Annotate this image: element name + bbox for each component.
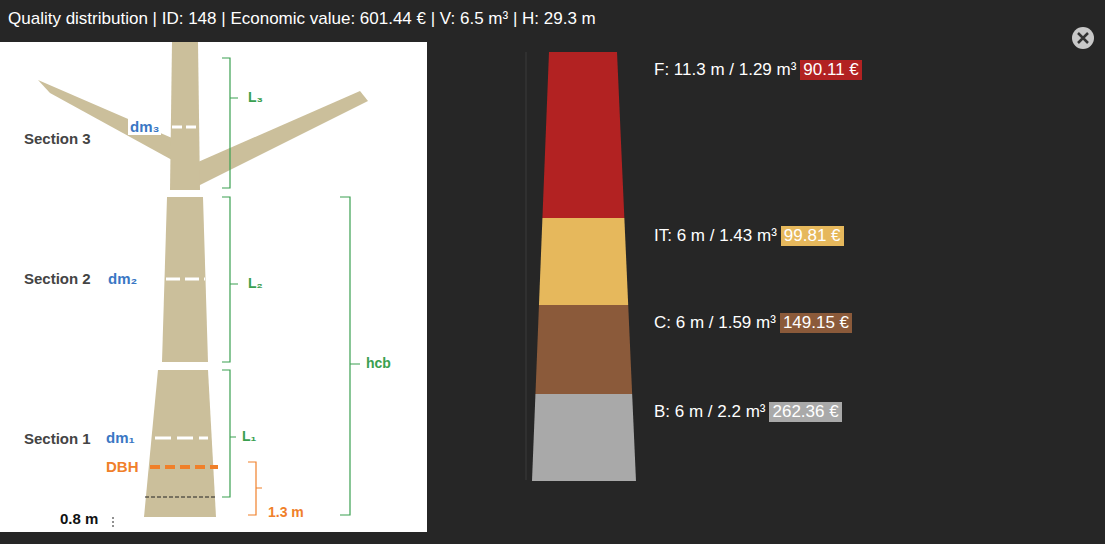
trunk-section	[144, 370, 216, 517]
title-text: Quality distribution | ID: 148 | Economi…	[8, 9, 596, 29]
diameter-mark	[166, 278, 205, 281]
dbh-bracket	[248, 462, 262, 515]
length-bracket	[222, 370, 236, 497]
stump-line	[145, 497, 215, 498]
trunk-section	[162, 197, 208, 362]
diameter-label: dm₂	[106, 270, 139, 287]
section-label: Section 1	[22, 430, 93, 447]
stump-tick	[113, 517, 114, 528]
diameter-mark	[172, 126, 197, 129]
dimension-label: 0.8 m	[58, 510, 100, 527]
quality-band: C: 6 m / 1.59 m³149.15 €	[535, 305, 633, 394]
diameter-label: dm₁	[104, 429, 137, 446]
length-label: L₂	[246, 275, 265, 291]
dimension-label: 1.3 m	[266, 504, 306, 520]
band-shape	[532, 394, 636, 481]
dbh-label: DBH	[104, 458, 141, 475]
length-label: L₁	[240, 428, 258, 444]
band-shape	[532, 394, 636, 481]
band-shape	[542, 52, 625, 218]
band-heading: B: 6 m / 2.2 m³	[654, 402, 765, 422]
band-label: B: 6 m / 2.2 m³262.36 €	[654, 402, 842, 422]
band-shape	[539, 218, 628, 305]
band-shape	[538, 218, 629, 305]
diameter-mark	[155, 437, 208, 440]
price-tag: 99.81 €	[781, 226, 844, 246]
left-branch	[38, 80, 172, 160]
dbh-line	[150, 465, 218, 469]
band-shape	[535, 305, 632, 394]
band-shape	[542, 52, 624, 218]
price-tag: 262.36 €	[769, 402, 841, 422]
trunk-section	[170, 42, 200, 190]
quality-band: B: 6 m / 2.2 m³262.36 €	[532, 394, 636, 481]
price-tag: 149.15 €	[780, 313, 852, 333]
length-label: L₃	[246, 89, 265, 105]
section-label: Section 2	[22, 270, 93, 287]
height-label: hcb	[364, 355, 393, 371]
divider-line	[526, 52, 527, 480]
close-icon	[1078, 33, 1088, 43]
band-shape	[535, 305, 633, 394]
illustration-panel	[0, 42, 427, 532]
band-label: C: 6 m / 1.59 m³149.15 €	[654, 313, 852, 333]
band-label: IT: 6 m / 1.43 m³99.81 €	[654, 226, 844, 246]
height-bracket	[340, 197, 360, 515]
band-heading: IT: 6 m / 1.43 m³	[654, 226, 777, 246]
price-tag: 90.11 €	[800, 60, 861, 80]
quality-band: F: 11.3 m / 1.29 m³90.11 €	[542, 52, 625, 218]
length-bracket	[222, 58, 238, 188]
length-bracket	[222, 197, 238, 362]
band-label: F: 11.3 m / 1.29 m³90.11 €	[654, 60, 862, 80]
band-heading: C: 6 m / 1.59 m³	[654, 313, 776, 333]
diameter-label: dm₃	[128, 118, 161, 135]
right-branch	[198, 91, 368, 186]
quality-band: IT: 6 m / 1.43 m³99.81 €	[538, 218, 629, 305]
band-heading: F: 11.3 m / 1.29 m³	[654, 60, 796, 80]
close-icon	[1072, 27, 1094, 49]
section-label: Section 3	[22, 130, 93, 147]
